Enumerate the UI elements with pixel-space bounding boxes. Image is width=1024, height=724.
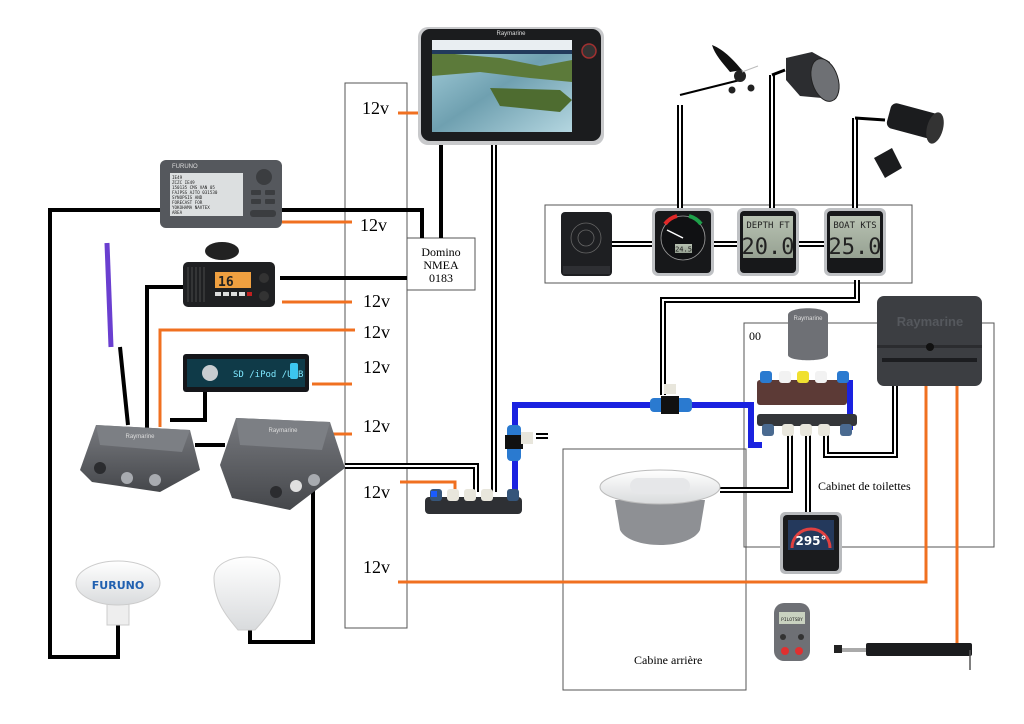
power-label-acu: 12v [363, 557, 390, 577]
s100-remote[interactable]: PILOTSBY [774, 603, 810, 661]
cabinet-zone [743, 322, 995, 548]
svg-text:Raymarine: Raymarine [793, 316, 823, 322]
power-label-plotter: 12v [362, 98, 389, 118]
wind-sensor-mast [679, 79, 741, 96]
power-label-vhf: 12v [363, 291, 390, 311]
stereo-receiver[interactable]: SD /iPod /USB [183, 354, 309, 392]
svg-text:IE49: IE49 [172, 175, 183, 180]
autopilot-acu[interactable]: Raymarine [877, 296, 982, 386]
gps-antenna-raymarine [213, 556, 281, 631]
vhf-channel: 16 [218, 275, 234, 290]
svg-text:YOKOHAMA NAVTEX: YOKOHAMA NAVTEX [172, 205, 210, 210]
rotary-knob[interactable] [581, 43, 597, 59]
depth-readout: 20.0 [742, 235, 795, 260]
i60-wind-display[interactable]: 24.5 [652, 208, 714, 276]
domino-line-3: 0183 [429, 271, 453, 285]
speed-readout: 25.0 [829, 235, 882, 260]
speed-header: BOAT KTS [833, 221, 876, 231]
t-piece-connector-top [650, 384, 692, 414]
furuno-logo: FURUNO [92, 579, 144, 592]
aft-cabin-label: Cabine arrière [634, 653, 702, 667]
ais-receiver[interactable]: Raymarine [80, 425, 200, 492]
svg-text:FORECAST FOR: FORECAST FOR [172, 200, 203, 205]
remote-display: PILOTSBY [781, 617, 803, 623]
chartplotter[interactable]: Raymarine [418, 27, 604, 145]
svg-text:AREA: AREA [172, 210, 183, 215]
depth-transducer [786, 52, 840, 102]
plotter-brand: Raymarine [496, 31, 526, 37]
depth-header: DEPTH FT [746, 221, 790, 231]
seatalk-spur-cables [345, 75, 898, 512]
ais-transponder[interactable]: Raymarine [220, 418, 345, 510]
acu-brand: Raymarine [897, 314, 963, 329]
ev1-heading-sensor: Raymarine [788, 308, 828, 361]
wind-readout: 24.5 [675, 246, 692, 254]
vhf-display [215, 272, 251, 288]
svg-text:ZCZC IE49: ZCZC IE49 [172, 180, 195, 185]
linear-drive-actuator [834, 643, 972, 670]
svg-text:150135 CMS VAN 05: 150135 CMS VAN 05 [172, 185, 215, 190]
vhf-antenna [104, 242, 114, 348]
seatalk-5way-connector [425, 489, 522, 514]
svg-text:FAJPSS AJTO 031530: FAJPSS AJTO 031530 [172, 190, 218, 195]
autopilot-heading: 295° [795, 534, 826, 548]
svg-text:SYNOPSIS AND: SYNOPSIS AND [172, 195, 203, 200]
navtex-dpad[interactable] [256, 169, 272, 185]
instrument-panel-frame [544, 204, 913, 284]
navtex-receiver[interactable]: IE49 ZCZC IE49 150135 CMS VAN 05 FAJPSS … [160, 160, 282, 228]
power-label-stereo: 12v [363, 357, 390, 377]
ais-transponder-brand: Raymarine [268, 428, 298, 434]
cabinet-label: Cabinet de toilettes [818, 479, 911, 493]
wind-vane-transducer [712, 45, 759, 94]
seatalk-5way-connector-cabinet [757, 371, 857, 436]
i70-display[interactable] [561, 212, 612, 276]
gps-antenna-furuno: FURUNO [75, 560, 161, 626]
ais-receiver-brand: Raymarine [125, 434, 155, 440]
speed-transducer [874, 103, 944, 178]
stereo-display: SD /iPod /USB [233, 370, 303, 380]
navtex-screen [170, 173, 243, 216]
power-wires [158, 111, 959, 650]
power-label-navtex: 12v [360, 215, 387, 235]
power-label-backbone: 12v [363, 482, 390, 502]
domino-line-2: NMEA [423, 258, 459, 272]
domino-line-1: Domino [421, 245, 460, 259]
navtex-brand: FURUNO [172, 164, 198, 170]
power-labels: 12v 12v 12v 12v 12v 12v 12v 12v [360, 98, 390, 577]
power-label-ais-transponder: 12v [363, 416, 390, 436]
volume-knob[interactable] [202, 365, 218, 381]
domino-nmea-box [406, 237, 476, 291]
i50-depth-display[interactable]: DEPTH FT 20.0 [737, 208, 799, 276]
radome-radar [599, 469, 721, 545]
t-piece-connector [505, 425, 533, 461]
aft-cabin-zone [562, 448, 747, 691]
power-label-ais-receiver: 12v [363, 322, 390, 342]
power-panel [344, 82, 408, 629]
p70-autopilot-control[interactable]: 295° [780, 512, 842, 574]
vhf-radio[interactable]: 16 [183, 242, 275, 307]
cabinet-number: 00 [749, 329, 761, 343]
i50-speed-display[interactable]: BOAT KTS 25.0 [824, 208, 886, 276]
